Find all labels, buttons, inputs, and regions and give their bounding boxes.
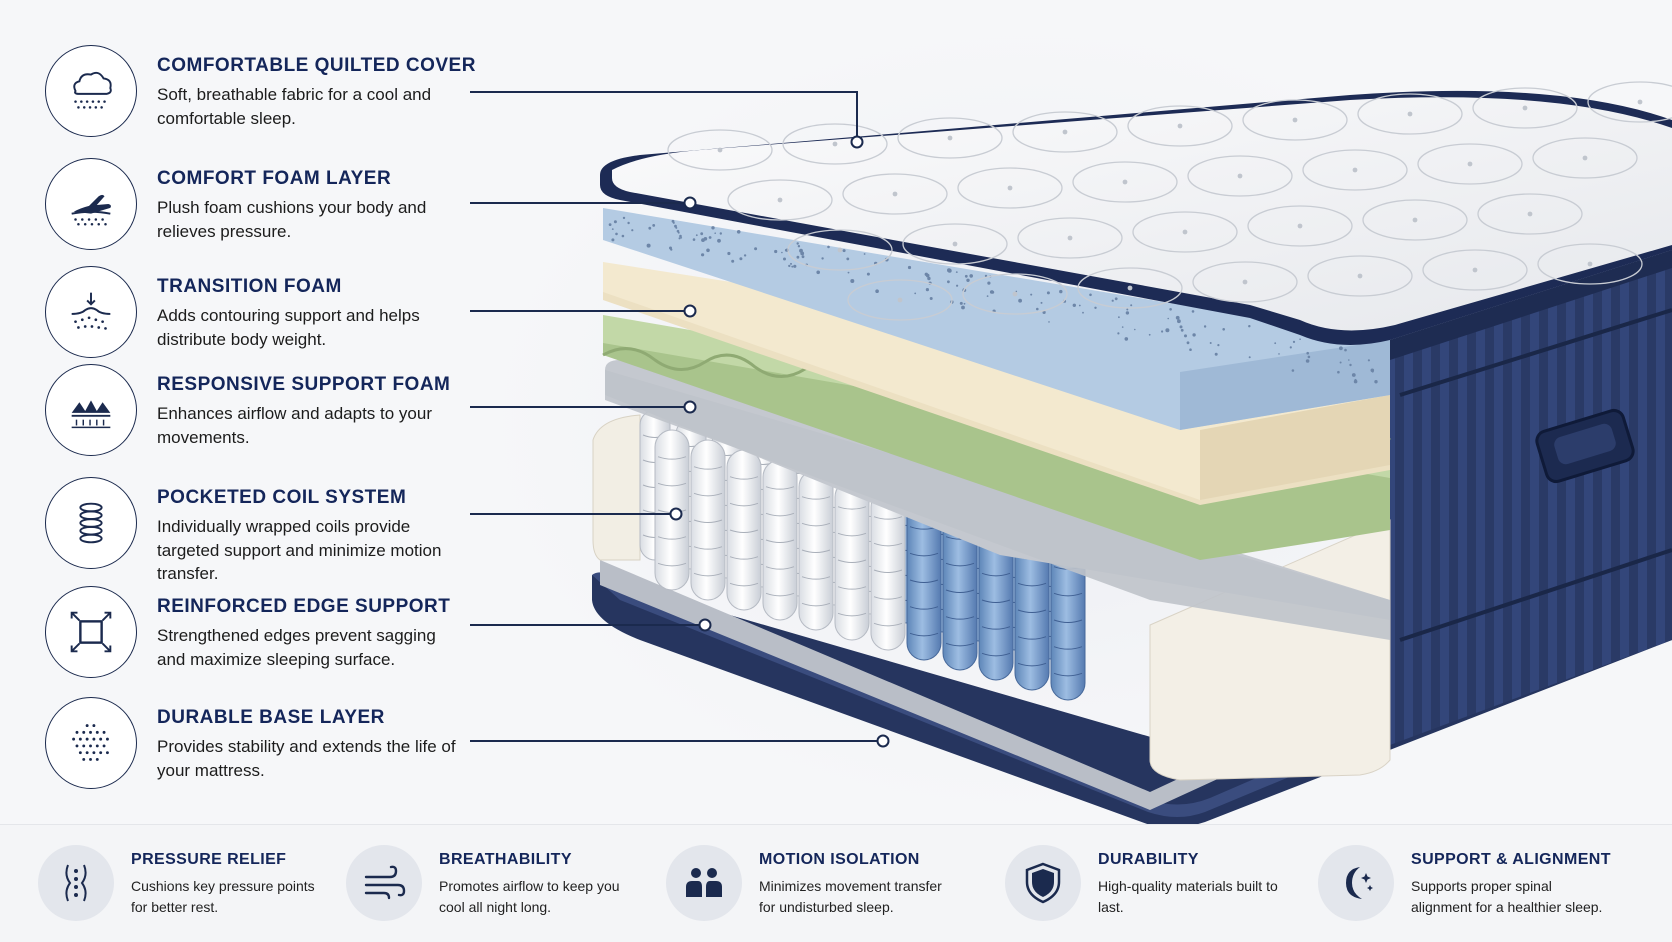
edge-foam-left [592,414,641,561]
spine-icon [38,845,114,921]
coil [726,449,762,611]
coil [870,489,906,651]
layer-description: Provides stability and extends the life … [157,737,456,780]
contour-icon [45,266,137,358]
shield-icon [1005,845,1081,921]
layer-title: POCKETED COIL SYSTEM [157,487,407,508]
layer-description: Individually wrapped coils provide targe… [157,517,442,583]
layer-description: Strengthened edges prevent sagging and m… [157,626,436,669]
couple-icon [666,845,742,921]
quilted-cover [600,81,1672,345]
airflow-foam-icon [45,364,137,456]
layer-title: TRANSITION FOAM [157,276,342,297]
feature-title: DURABILITY [1098,851,1199,868]
layer-description: Enhances airflow and adapts to your move… [157,404,433,447]
coil [798,469,834,631]
layer-title: DURABLE BASE LAYER [157,707,385,728]
wind-icon [346,845,422,921]
layer-title: REINFORCED EDGE SUPPORT [157,596,451,617]
edge-expand-icon [45,586,137,678]
coil [978,519,1014,681]
feature-title: MOTION ISOLATION [759,851,920,868]
feature-description: Supports proper spinal alignment for a h… [1411,878,1603,915]
feature-description: Cushions key pressure points for better … [131,878,315,915]
coil [762,459,798,621]
mattress-side-panel [1390,250,1672,745]
moon-icon [1318,845,1394,921]
layer-description: Plush foam cushions your body and reliev… [157,198,427,241]
layer-title: RESPONSIVE SUPPORT FOAM [157,374,451,395]
cloud-fabric-icon [45,45,137,137]
feature-title: PRESSURE RELIEF [131,851,287,868]
coil [690,439,726,601]
layer-title: COMFORT FOAM LAYER [157,168,392,189]
feature-title: SUPPORT & ALIGNMENT [1411,851,1611,868]
layer-title: COMFORTABLE QUILTED COVER [157,55,476,76]
feature-description: Minimizes movement transfer for undistur… [759,878,942,915]
coil-icon [45,477,137,569]
feature-bar: PRESSURE RELIEF Cushions key pressure po… [0,824,1672,942]
hand-foam-icon [45,158,137,250]
feature-title: BREATHABILITY [439,851,572,868]
dotted-base-icon [45,697,137,789]
layer-description: Adds contouring support and helps distri… [157,306,420,349]
feature-description: High-quality materials built to last. [1098,878,1278,915]
feature-description: Promotes airflow to keep you cool all ni… [439,878,620,915]
coil [834,479,870,641]
layer-description: Soft, breathable fabric for a cool and c… [157,85,432,128]
